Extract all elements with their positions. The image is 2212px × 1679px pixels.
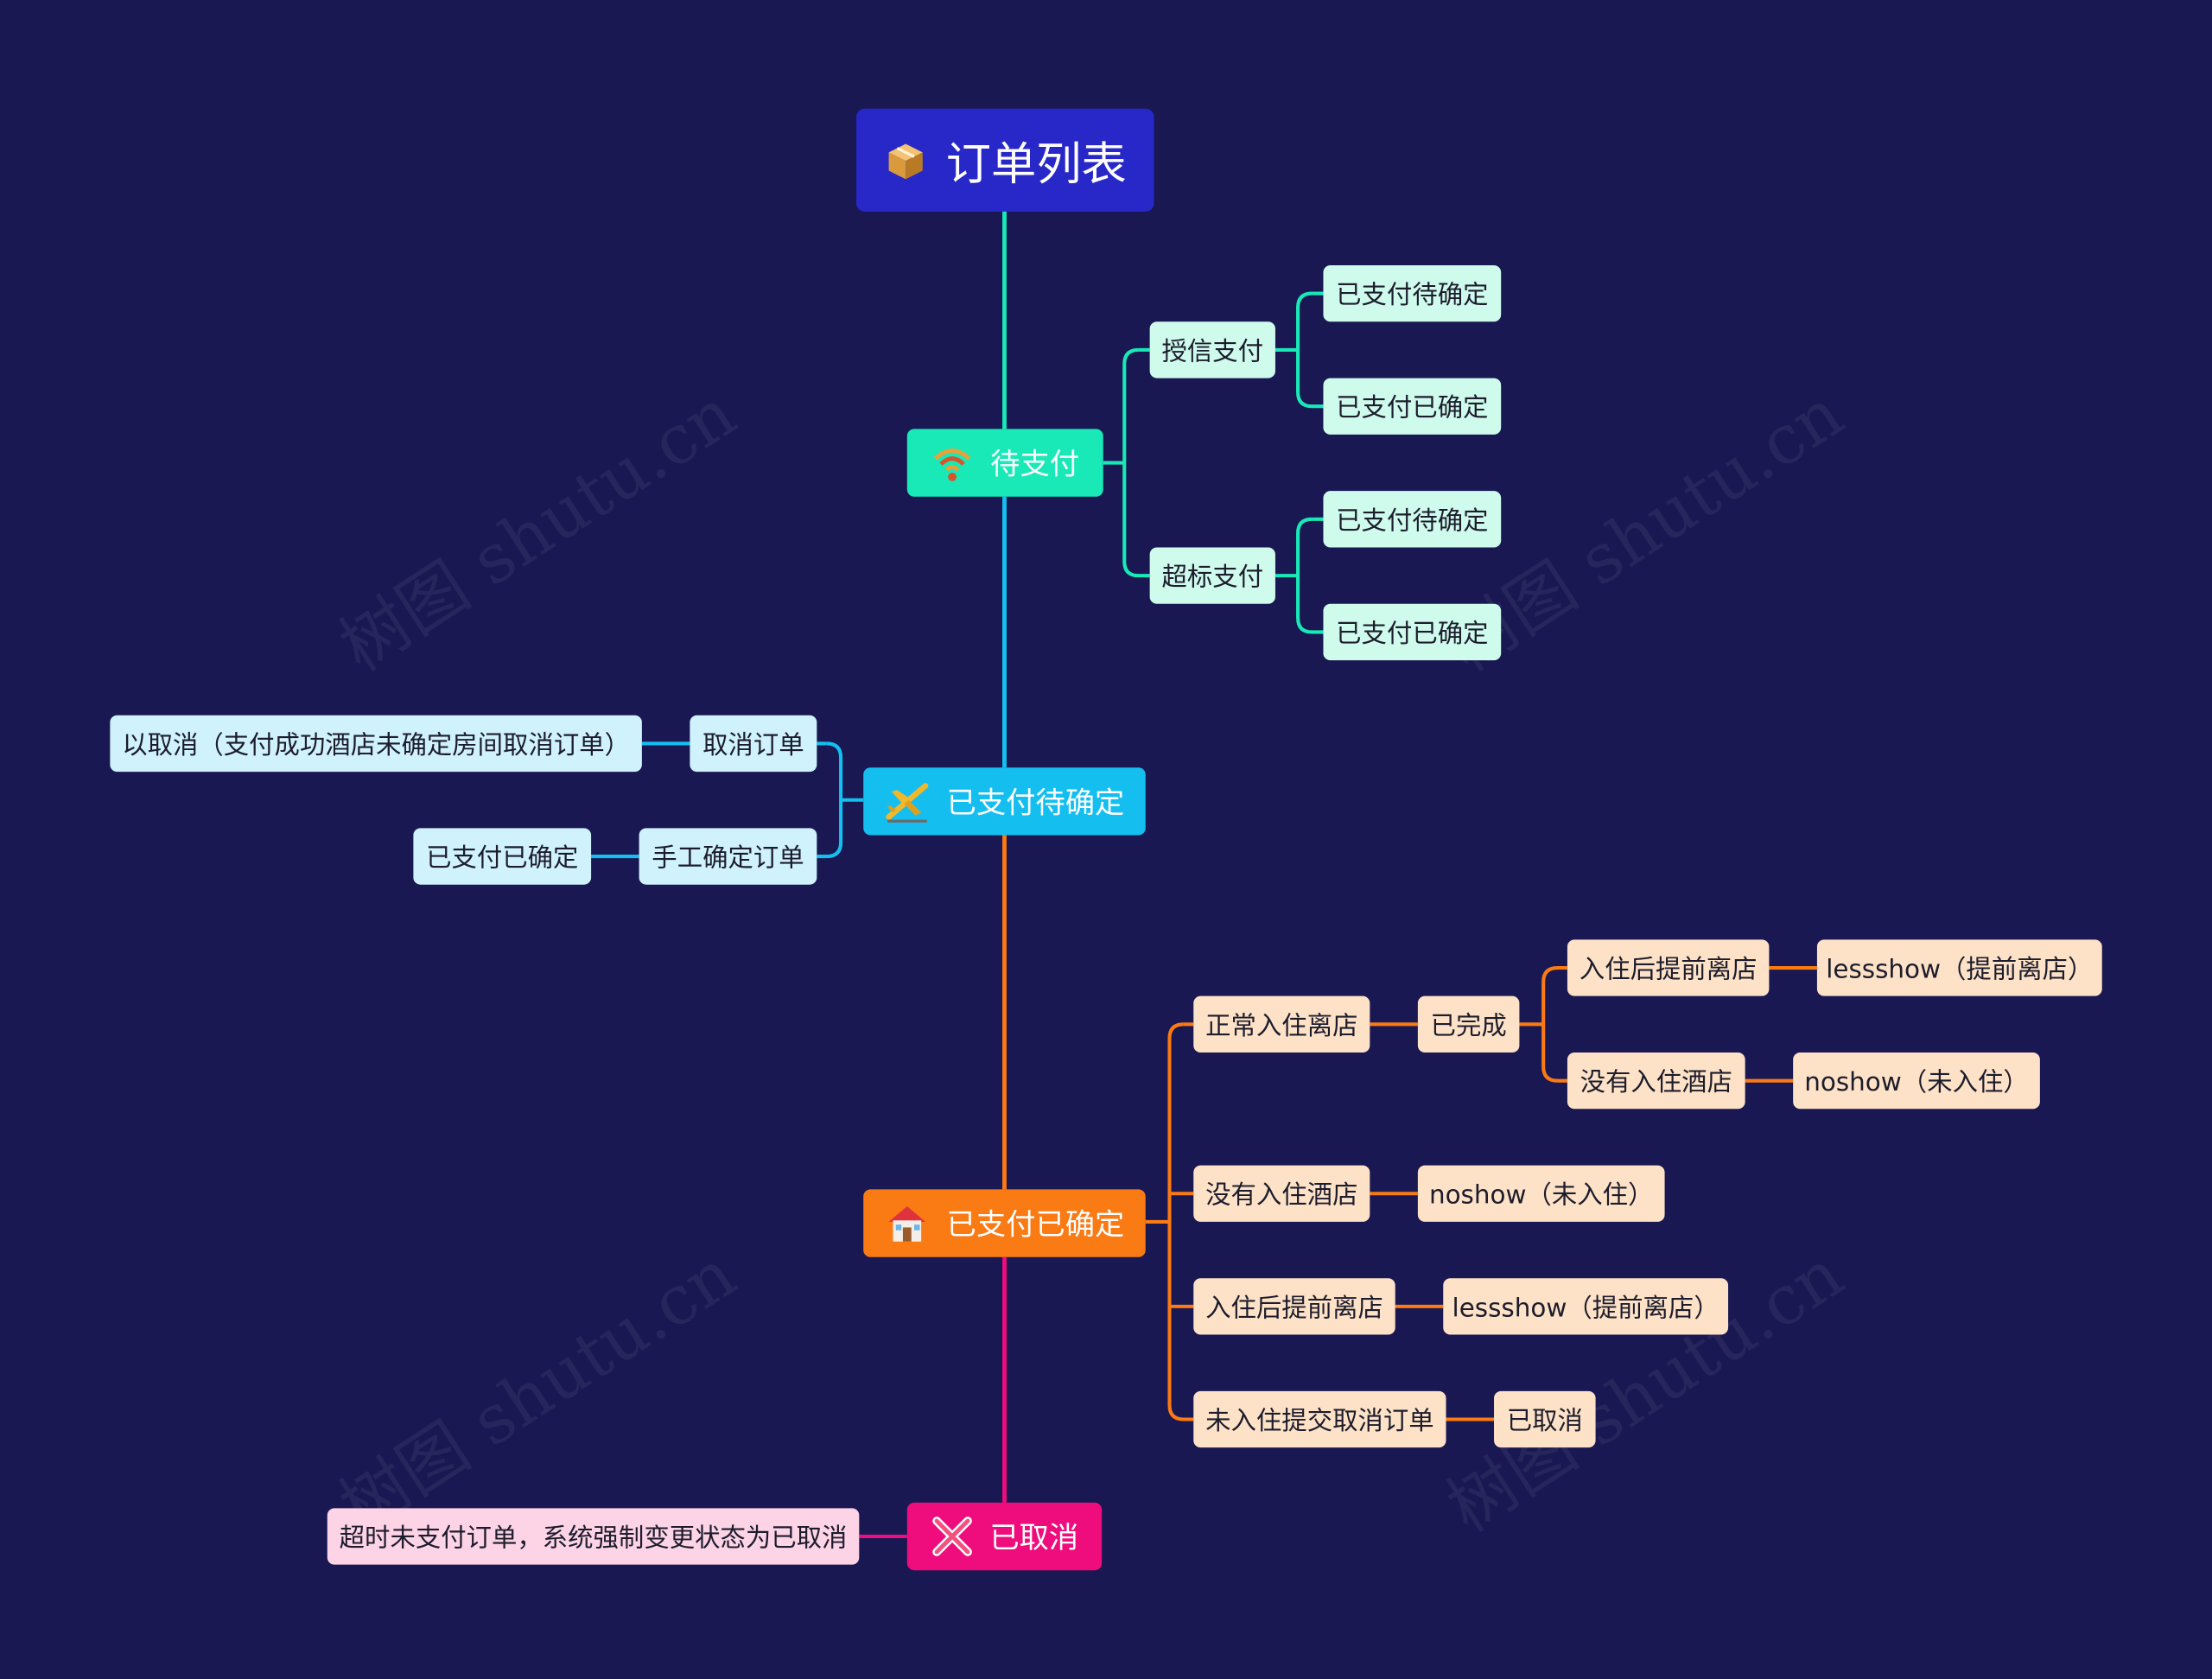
pending-credit-pay-unconfirmed[interactable]: 已支付待确定	[1323, 264, 1502, 322]
manual-confirm-order[interactable]: 手工确定订单	[639, 828, 817, 885]
completed[interactable]: 已完成	[1417, 995, 1520, 1053]
lessshow-early-checkout[interactable]: lessshow（提前离店）	[1816, 939, 2102, 996]
branch-pending-label: 待支付	[990, 447, 1080, 481]
pending-links	[1103, 291, 1324, 634]
noshow-result[interactable]: noshow（未入住）	[1417, 1165, 1665, 1222]
lessshow-result[interactable]: lessshow（提前离店）	[1443, 1278, 1729, 1335]
cancel-order-result[interactable]: 以取消（支付成功酒店未确定房间取消订单）	[110, 715, 642, 773]
early-checkout[interactable]: 入住后提前离店	[1567, 939, 1770, 996]
no-checkin[interactable]: 没有入住酒店	[1567, 1052, 1745, 1110]
cross-icon	[931, 1516, 973, 1558]
house-icon	[885, 1202, 930, 1244]
wifi-icon	[931, 443, 974, 483]
manual-confirm-result[interactable]: 已支付已确定	[413, 828, 592, 885]
pending-credit-pay-confirmed[interactable]: 已支付已确定	[1323, 378, 1502, 435]
checkin-early-leave[interactable]: 入住后提前离店	[1193, 1278, 1395, 1335]
branch-cancelled-label: 已取消	[989, 1521, 1079, 1555]
cancelled-result[interactable]: 已取消	[1494, 1390, 1596, 1448]
cancel-before-checkin[interactable]: 未入住提交取消订单	[1193, 1390, 1446, 1448]
paid-confirmed-links	[1145, 965, 1817, 1421]
no-checkin-hotel[interactable]: 没有入住酒店	[1193, 1165, 1370, 1222]
branch-paid-unconfirmed-label: 已支付待确定	[946, 785, 1125, 820]
pending-over-limit-unconfirmed[interactable]: 已支付待确定	[1323, 491, 1502, 548]
branch-cancelled[interactable]: 已取消	[906, 1502, 1103, 1571]
timeout-cancel-note[interactable]: 超时未支付订单，系统强制变更状态为已取消	[327, 1508, 860, 1565]
pending-over-limit-pay[interactable]: 超标支付	[1149, 547, 1275, 604]
package-icon	[884, 137, 929, 182]
root-node[interactable]: 订单列表	[856, 108, 1154, 212]
branch-paid-confirmed-label: 已支付已确定	[946, 1207, 1125, 1242]
normal-checkin-checkout[interactable]: 正常入住离店	[1193, 995, 1370, 1053]
airplane-icon	[885, 780, 930, 823]
root-label: 订单列表	[945, 136, 1127, 190]
cancel-order[interactable]: 取消订单	[690, 715, 817, 773]
pending-credit-pay[interactable]: 授信支付	[1149, 321, 1275, 378]
branch-paid-unconfirmed[interactable]: 已支付待确定	[863, 767, 1146, 836]
noshow-no-checkin[interactable]: noshow（未入住）	[1793, 1052, 2040, 1110]
branch-paid-confirmed[interactable]: 已支付已确定	[863, 1189, 1146, 1257]
pending-over-limit-confirmed[interactable]: 已支付已确定	[1323, 603, 1502, 661]
branch-pending[interactable]: 待支付	[906, 429, 1103, 497]
paid-unconfirmed-links	[591, 741, 864, 859]
